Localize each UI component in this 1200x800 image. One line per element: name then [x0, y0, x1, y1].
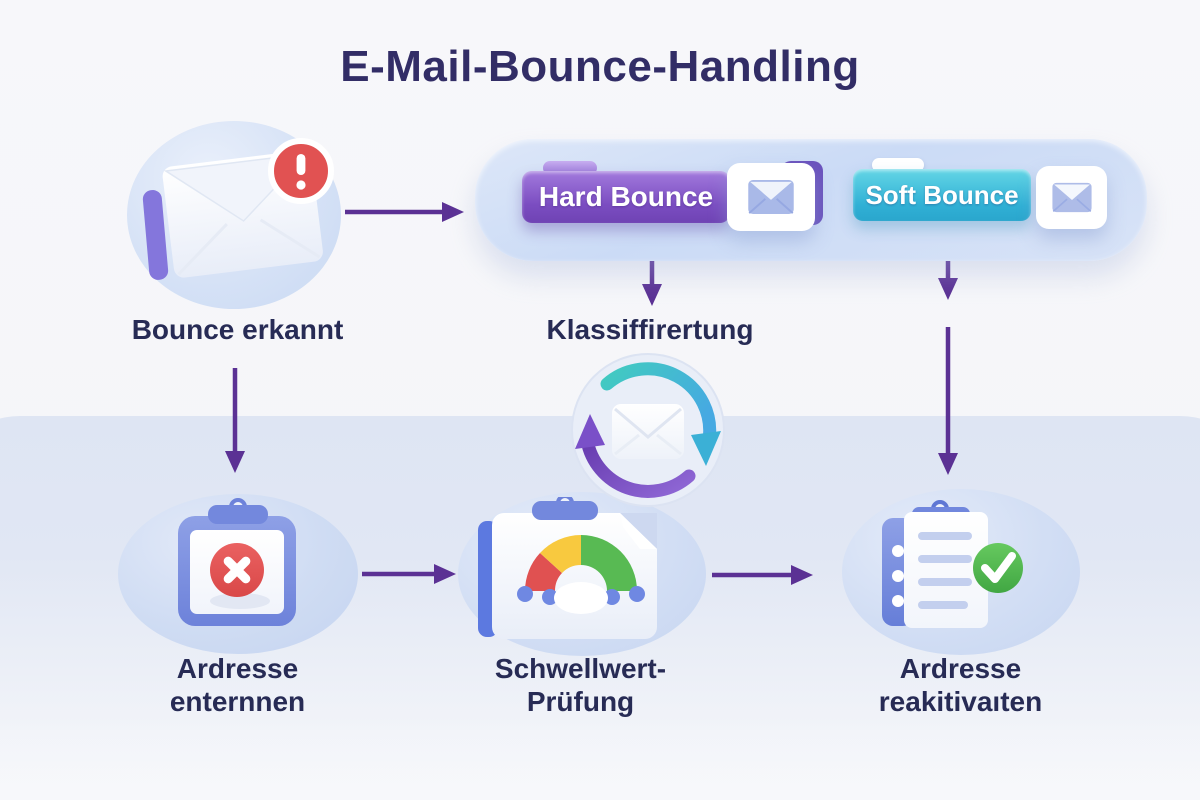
envelope-icon	[1051, 182, 1092, 213]
soft-bounce-tab	[872, 158, 924, 172]
classification-label: Klassiffirertung	[510, 314, 790, 347]
hard-bounce-button: Hard Bounce	[522, 171, 730, 223]
bounce-detected-label: Bounce erkannt	[110, 314, 365, 347]
gauge-clipboard-icon	[478, 497, 657, 639]
soft-bounce-mail-card	[1036, 166, 1107, 229]
reactivate-address-line2: reakitivaıten	[878, 685, 1043, 717]
remove-address-line1: Ardresse	[176, 653, 299, 684]
mail-refresh-icon	[571, 353, 725, 507]
bounce-detected-text: Bounce erkannt	[131, 314, 344, 345]
reactivate-address-label: Ardresse reakitivaıten	[828, 653, 1093, 719]
soft-bounce-button: Soft Bounce	[853, 169, 1031, 221]
mail-alert-icon	[142, 138, 334, 280]
remove-address-label: Ardresse enternnen	[105, 653, 370, 719]
threshold-check-line2: Prüfung	[526, 685, 635, 717]
classification-text: Klassiffirertung	[546, 314, 754, 345]
threshold-check-label: Schwellwert- Prüfung	[448, 653, 713, 719]
page-title: E-Mail-Bounce-Handling	[340, 42, 860, 91]
clipboard-x-icon	[178, 498, 296, 626]
remove-address-line2: enternnen	[169, 685, 306, 717]
reactivate-address-line1: Ardresse	[899, 653, 1022, 684]
hard-bounce-mail-card	[727, 163, 815, 231]
threshold-check-line1: Schwellwert-	[494, 653, 667, 684]
checklist-check-icon	[882, 500, 1023, 628]
envelope-icon	[748, 179, 794, 215]
